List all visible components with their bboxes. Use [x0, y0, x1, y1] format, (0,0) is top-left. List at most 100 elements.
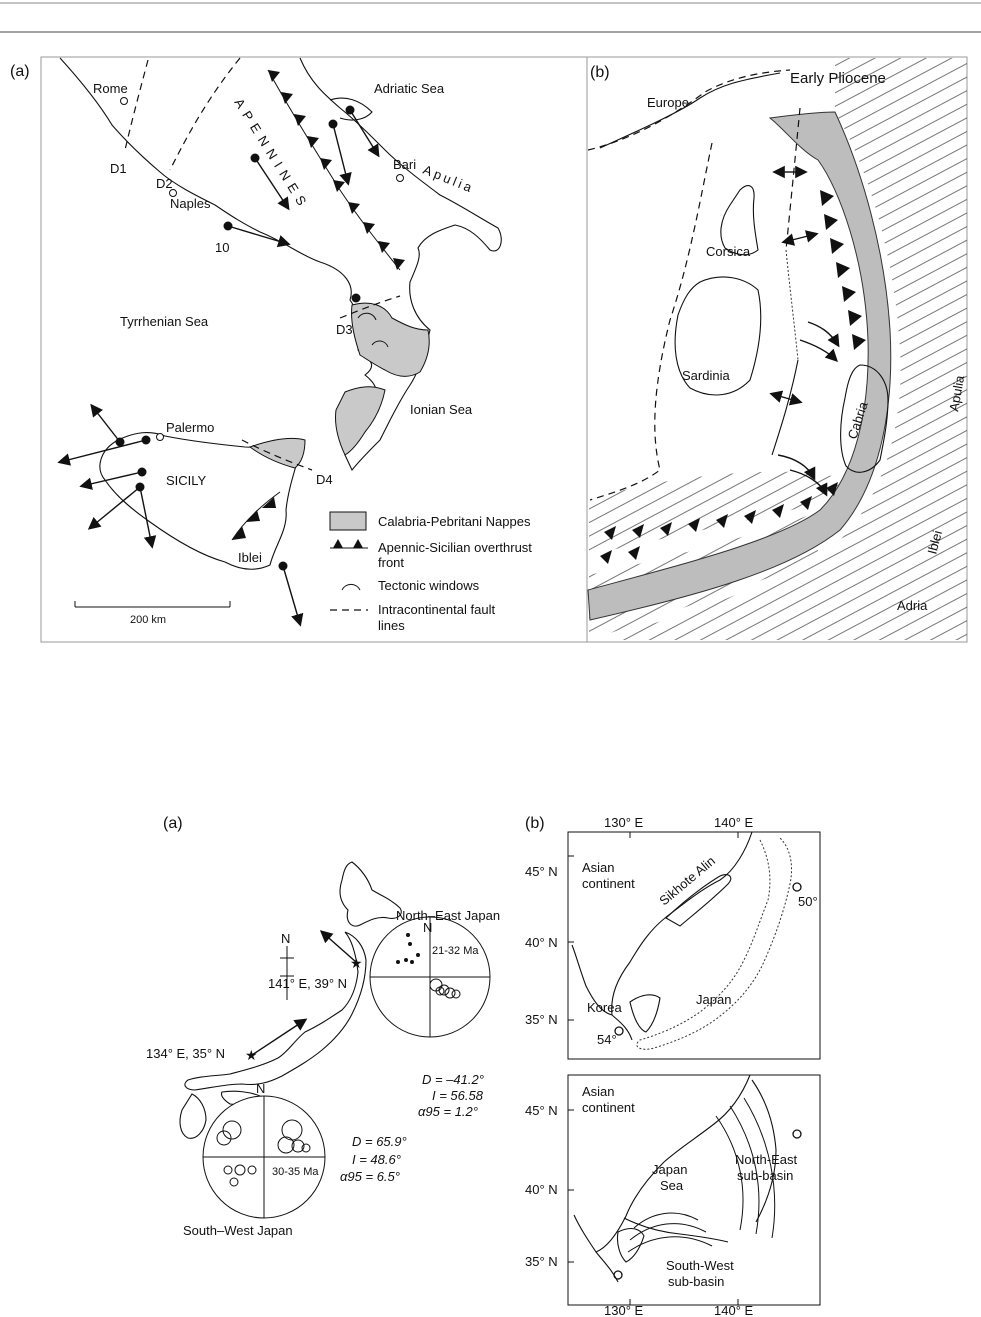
- sw-stat-alpha: α95 = 6.5°: [340, 1169, 400, 1184]
- label-apulia-b: Apulia: [946, 374, 967, 413]
- sardinia-coastline: [674, 276, 762, 396]
- fig2-panel-b: (b) 130° E 140° E 45° N 40° N 35° N: [525, 815, 821, 1317]
- map-bottom-ne-arcs: [715, 1097, 776, 1239]
- stereonet-ne-north: N: [423, 920, 432, 935]
- stereonet-ne-age: 21-32 Ma: [432, 945, 479, 957]
- apennines-front-teeth: [268, 70, 405, 270]
- central-dashed-boundary: [785, 107, 801, 251]
- corsica-coastline: [720, 185, 759, 256]
- panel-label-1b: (b): [590, 64, 610, 81]
- stereonet-ne-title: North–East Japan: [396, 908, 500, 923]
- map-top-val50: 50°: [798, 894, 818, 909]
- label-naples: Naples: [170, 196, 211, 211]
- rift-axis: [771, 359, 799, 456]
- map-top-frame: [567, 831, 821, 1060]
- map-top-asian-line2: continent: [582, 876, 635, 891]
- site-sw-star: ★: [245, 1047, 258, 1063]
- map-top-japan-label: Japan: [696, 992, 731, 1007]
- map-top-lon2: 140° E: [714, 815, 754, 830]
- belt-front-teeth: [600, 190, 866, 564]
- map-top-asian-line1: Asian: [582, 860, 615, 875]
- label-sicily: SICILY: [166, 473, 207, 488]
- map-bottom-lon2: 140° E: [714, 1303, 754, 1317]
- stereonet-ne-circles: [429, 978, 461, 999]
- stereonet-sw: [202, 1095, 326, 1219]
- map-bottom-sw-line1: South-West: [666, 1258, 734, 1273]
- panel-label-1a: (a): [10, 63, 30, 80]
- hatch-africa-plate: [589, 471, 860, 555]
- label-adria: Adria: [897, 598, 928, 613]
- paleomag-arrows-a: [57, 97, 404, 627]
- panel-label-2b: (b): [525, 815, 545, 832]
- ne-stat-alpha: α95 = 1.2°: [418, 1104, 478, 1119]
- fault-d1: [124, 59, 149, 151]
- panel-label-2a: (a): [163, 815, 183, 832]
- label-sardinia: Sardinia: [682, 368, 730, 383]
- map-top-japan-dotted: [636, 837, 793, 1050]
- map-top-korea: [629, 994, 661, 1033]
- map-top-korea-label: Korea: [587, 1000, 622, 1015]
- fig1-legend: Calabria-Pebritani Nappes Apennic-Sicili…: [329, 511, 532, 633]
- sicily-coastline: [99, 431, 301, 570]
- map-bottom-site-sw: [613, 1270, 623, 1280]
- central-dotted-boundary: [785, 249, 799, 361]
- fig1-panel-a: (a): [10, 57, 532, 633]
- map-bottom-lon1: 130° E: [604, 1303, 644, 1317]
- map-bottom-lat40: 40° N: [525, 1182, 558, 1197]
- figure-2: (a) N ★ ★ 141° E, 39° N 134° E, 3: [146, 815, 821, 1317]
- label-ionian: Ionian Sea: [410, 402, 473, 417]
- fault-d2: [169, 57, 241, 171]
- label-adriatic: Adriatic Sea: [374, 81, 445, 96]
- map-bottom-sea-line1: Japan: [652, 1162, 687, 1177]
- map-bottom-sea-line2: Sea: [660, 1178, 684, 1193]
- legend-front-symbol: [330, 539, 368, 549]
- fig1-panel-b: (b) Early Pliocene Europe Corsica Sardin…: [587, 58, 967, 640]
- label-apulia-a: Apulia: [421, 162, 477, 196]
- scale-label: 200 km: [130, 614, 166, 626]
- sicily-nappes: [248, 437, 306, 469]
- label-fault-d3: D3: [336, 322, 353, 337]
- calabria-nappes-north: [351, 302, 430, 377]
- map-top-lat40: 40° N: [525, 935, 558, 950]
- tectonic-windows: [357, 312, 389, 348]
- site-sw-coords: 134° E, 35° N: [146, 1046, 225, 1061]
- label-apennines: APENNINES: [231, 96, 312, 213]
- site-ne-star: ★: [350, 955, 363, 971]
- map-bottom: 45° N 40° N 35° N 130° E 140° E Asian co…: [525, 1074, 821, 1317]
- map-top-site-54: [614, 1026, 624, 1036]
- map-bottom-ne-line2: sub-basin: [737, 1168, 793, 1183]
- legend-faults-line1: Intracontinental fault: [378, 602, 495, 617]
- fault-d4: [241, 439, 313, 471]
- europe-coast: [599, 72, 781, 149]
- site-ne-coords: 141° E, 39° N: [268, 976, 347, 991]
- label-europe: Europe: [647, 95, 689, 110]
- italy-coastline: [59, 57, 502, 472]
- gargano-coastline: [329, 97, 373, 121]
- west-dashed-boundary: [589, 142, 713, 501]
- map-bottom-ne-line1: North-East: [735, 1152, 798, 1167]
- kyushu-coastline: [179, 1093, 207, 1139]
- panel-b-title: Early Pliocene: [790, 70, 886, 87]
- figure-1: (a): [10, 56, 968, 643]
- map-top: 130° E 140° E 45° N 40° N 35° N Asian co…: [525, 815, 821, 1060]
- label-corsica: Corsica: [706, 244, 751, 259]
- label-palermo: Palermo: [166, 420, 214, 435]
- map-top-lon1: 130° E: [604, 815, 644, 830]
- map-top-val54: 54°: [597, 1032, 617, 1047]
- paleomag-arrows-b: ★ ★: [245, 930, 363, 1063]
- apennine-belt: [587, 111, 892, 621]
- sicily-front-teeth: [232, 497, 276, 540]
- calabria-block: [840, 364, 889, 473]
- europe-margin-dashed: [587, 69, 791, 151]
- ne-stat-i: I = 56.58: [432, 1088, 484, 1103]
- stereonet-sw-title: South–West Japan: [183, 1223, 293, 1238]
- fig2-panel-a: (a) N ★ ★ 141° E, 39° N 134° E, 3: [146, 815, 500, 1238]
- label-iblei-a: Iblei: [238, 550, 262, 565]
- label-site-10: 10: [215, 240, 229, 255]
- label-fault-d2: D2: [156, 176, 173, 191]
- fault-d3: [339, 295, 401, 319]
- hokkaido-coastline: [339, 861, 402, 927]
- north-arrow: N: [280, 931, 294, 1000]
- label-fault-d4: D4: [316, 472, 333, 487]
- legend-nappes: Calabria-Pebritani Nappes: [378, 514, 531, 529]
